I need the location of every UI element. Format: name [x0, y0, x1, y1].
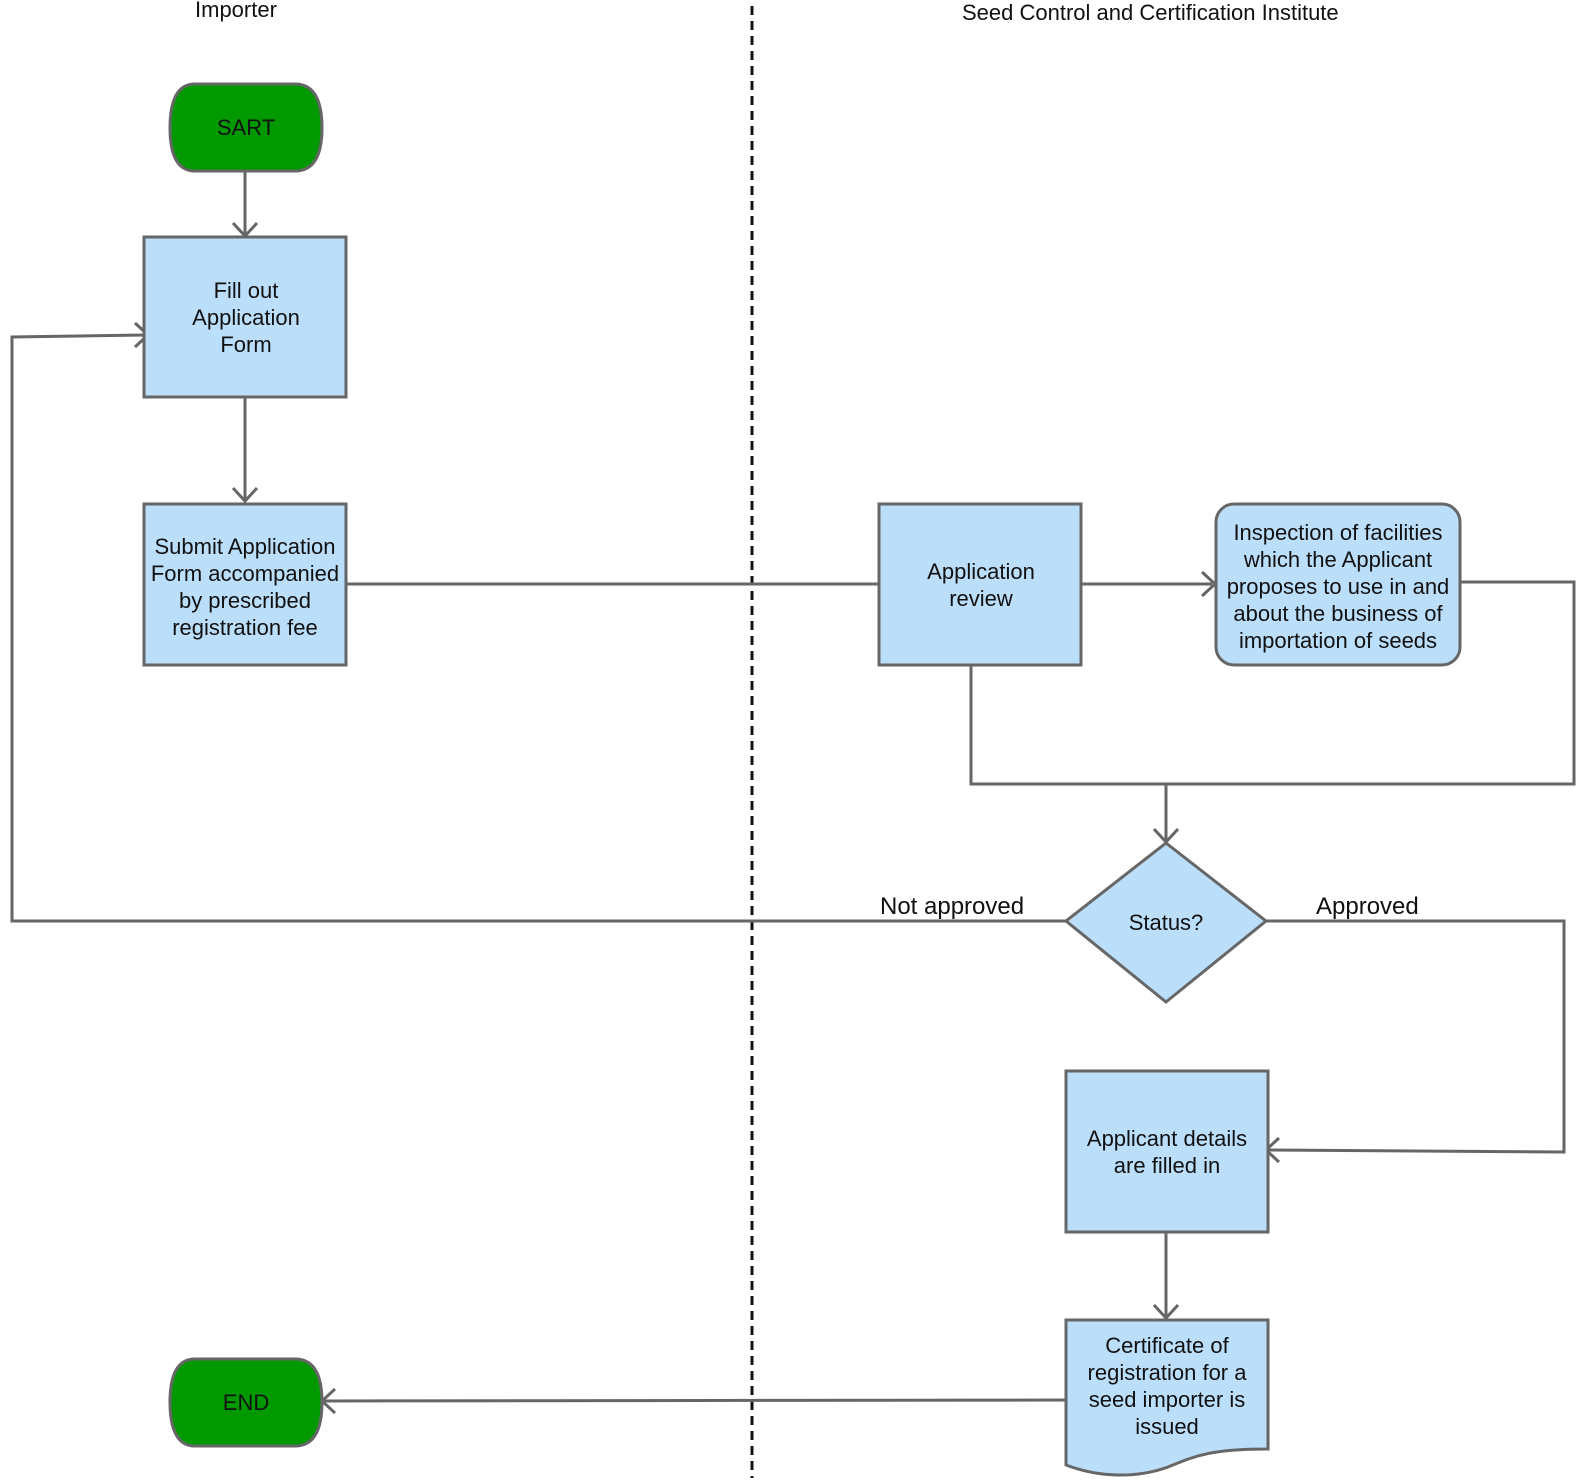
- edge-label-approved: Approved: [1316, 893, 1419, 920]
- details-box: [1064, 1069, 1270, 1234]
- certificate-document: [1064, 1318, 1270, 1477]
- fill-form-label: Fill out Application Form: [192, 277, 300, 357]
- status-decision: [1063, 841, 1269, 1004]
- edge-label-not-approved: Not approved: [880, 893, 1025, 920]
- submit-form-box: [142, 502, 348, 667]
- lane-title-importer: Importer: [195, 0, 277, 22]
- fill-form-box: [142, 235, 348, 399]
- end-label: END: [222, 1390, 270, 1415]
- lane-title-institute: Seed Control and Certification Institute: [962, 0, 1339, 25]
- end-terminal: [168, 1357, 324, 1448]
- inspection-label: Inspection of facilities which the Appli…: [1226, 520, 1450, 653]
- details-label: Applicant details are filled in: [1086, 1125, 1248, 1178]
- status-label: Status?: [1128, 909, 1204, 935]
- start-label: SART: [216, 115, 276, 140]
- certificate-label: Certificate of registration for a seed i…: [1087, 1333, 1247, 1439]
- arrowhead: [231, 486, 259, 504]
- review-label: Application review: [927, 558, 1035, 611]
- start-terminal: [168, 82, 324, 173]
- connector-certificate-to-end: [321, 1398, 1067, 1403]
- connector-approved: [1265, 919, 1566, 1154]
- submit-form-label: Submit Application Form accompanied by p…: [150, 533, 340, 640]
- connector-inspection-merge: [969, 580, 1576, 786]
- inspection-box: [1214, 502, 1462, 667]
- review-box: [877, 502, 1083, 667]
- arrowhead: [1152, 1303, 1180, 1321]
- connector-not-approved: [10, 333, 1066, 923]
